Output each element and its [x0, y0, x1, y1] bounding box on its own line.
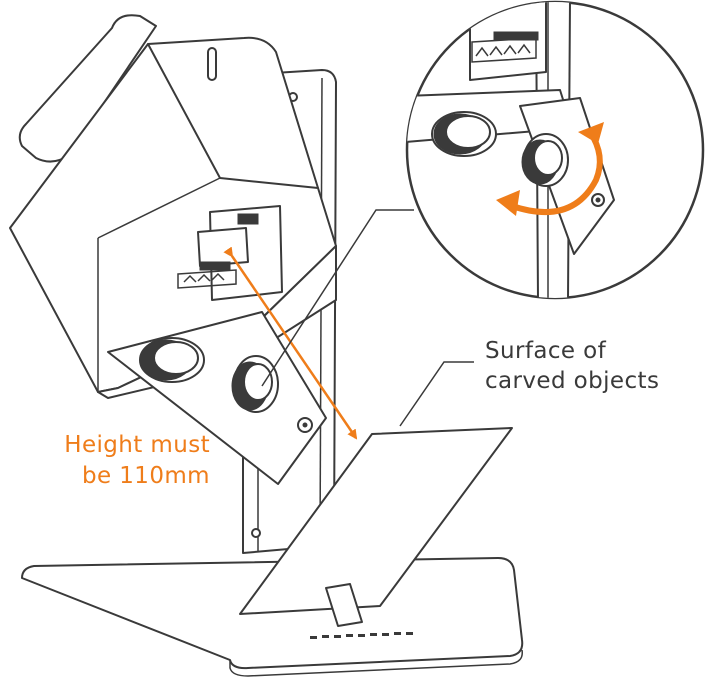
- base-indicator-dots: [310, 632, 413, 639]
- carved-surface-plate: [239, 427, 513, 627]
- height-label-line1: Height must: [64, 432, 210, 458]
- zoom-inset: [405, 0, 705, 300]
- double-arrow-icon: [223, 246, 358, 440]
- engraver-head: [9, 14, 337, 485]
- surface-leader-line: [399, 361, 474, 427]
- surface-label-line1: Surface of: [485, 338, 607, 364]
- height-label-line2: be 110mm: [82, 463, 210, 489]
- focus-knob-left: [139, 337, 205, 383]
- surface-label-line2: carved objects: [485, 368, 660, 394]
- height-label: Height must be 110mm: [20, 430, 210, 492]
- zoom-leader-line: [261, 209, 414, 387]
- rotate-arrow-icon: [496, 122, 604, 216]
- surface-label: Surface of carved objects: [485, 336, 705, 396]
